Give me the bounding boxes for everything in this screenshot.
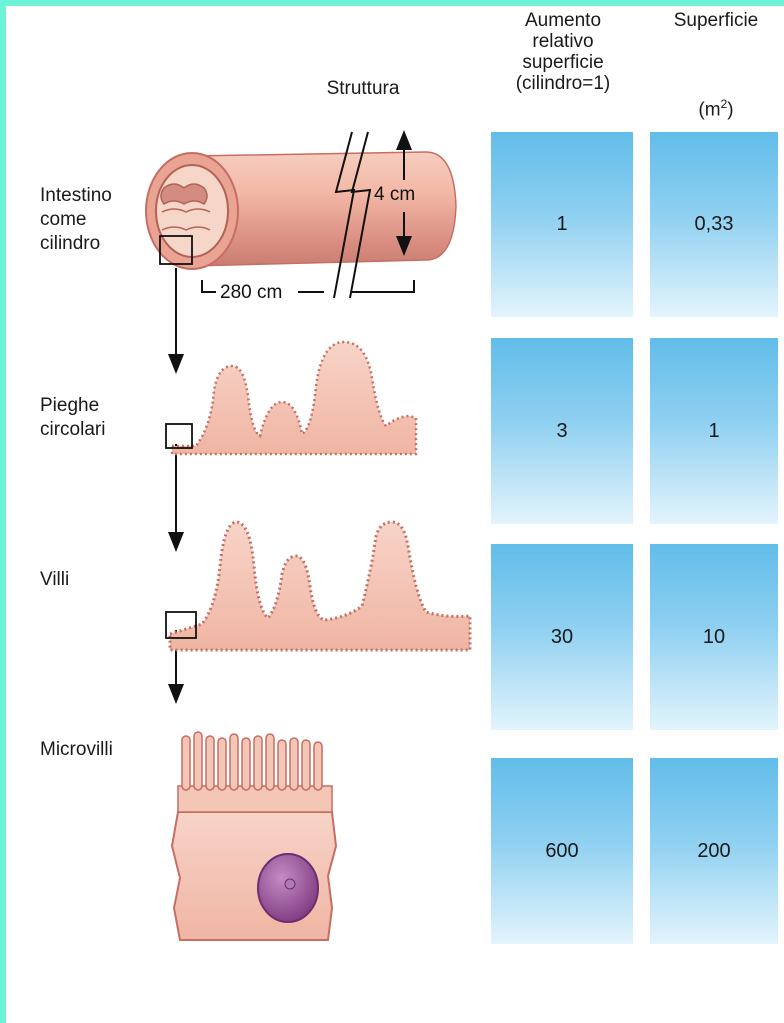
illustration-layer: 4 cm 280 cm [6, 6, 784, 1023]
diameter-label: 4 cm [374, 184, 415, 205]
length-label: 280 cm [220, 282, 282, 303]
figure-page: Struttura Aumento relativo superficie (c… [6, 6, 784, 1023]
villi [166, 522, 470, 650]
epithelial-cell-microvilli [172, 732, 336, 940]
intestine-cylinder [146, 152, 456, 269]
circular-folds [166, 342, 416, 454]
